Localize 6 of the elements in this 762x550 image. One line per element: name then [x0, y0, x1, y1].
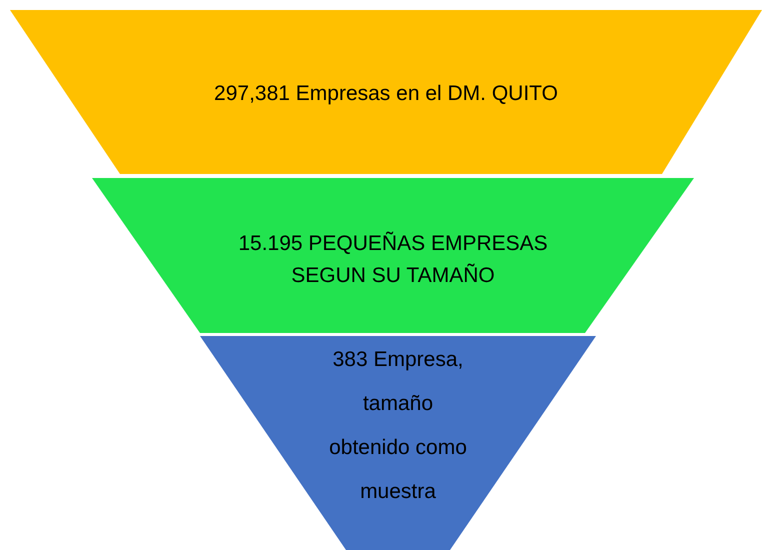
funnel-segment: [92, 178, 694, 333]
funnel-segment: [10, 10, 762, 174]
segment-label: 383 Empresa, tamaño obtenido como muestra: [328, 347, 468, 505]
funnel-segment: [200, 336, 596, 550]
segment-label: 15.195 PEQUEÑAS EMPRESAS SEGUN SU TAMAÑO: [237, 230, 549, 289]
segment-label: 297,381 Empresas en el DM. QUITO: [214, 81, 558, 107]
